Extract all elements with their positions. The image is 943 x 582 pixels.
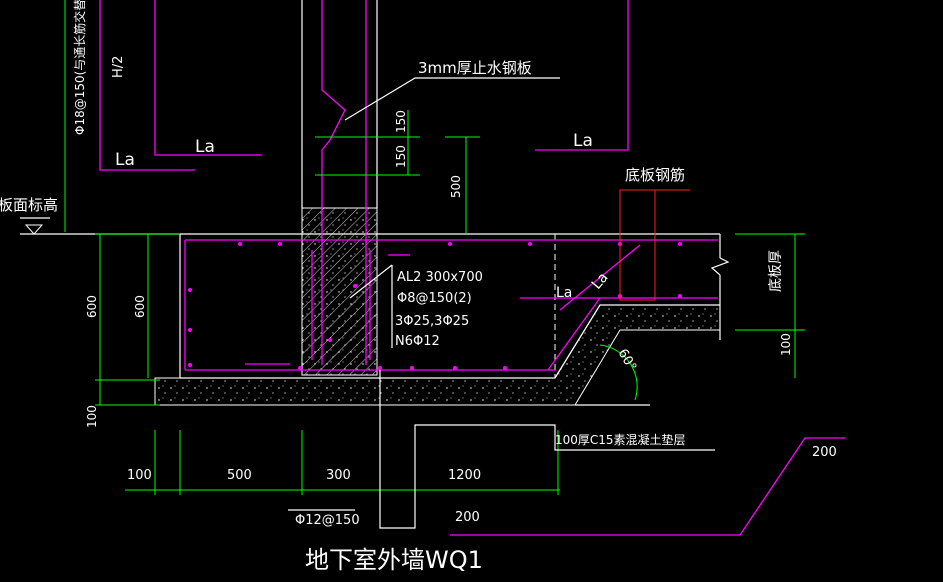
floor-elevation-label: 板面标高 — [0, 196, 58, 214]
dim-h-1200: 1200 — [448, 468, 481, 483]
dim-200-a: 200 — [812, 445, 837, 460]
dim-h-300: 300 — [326, 468, 351, 483]
la-label-5: La — [589, 270, 612, 293]
concrete-cushion — [154, 304, 721, 406]
beam-name: AL2 300x700 — [397, 270, 483, 285]
dim-600-left-a: 600 — [85, 295, 99, 318]
break-symbol — [710, 257, 730, 276]
dim-100-left: 100 — [85, 405, 99, 428]
half-height-label: H/2 — [111, 56, 126, 78]
bottom-bar-label: Φ12@150 — [295, 513, 360, 528]
leader-lines — [288, 77, 715, 529]
dim-600-left-b: 600 — [133, 295, 147, 318]
dimension-lines — [64, 0, 805, 495]
dim-h-500: 500 — [227, 468, 252, 483]
dim-h-100: 100 — [127, 468, 152, 483]
beam-side-bars: N6Φ12 — [395, 334, 440, 349]
angle-label: 60° — [615, 347, 640, 374]
la-label-4: La — [556, 285, 572, 301]
rebar-lines — [99, 0, 718, 371]
la-label-1: La — [115, 150, 135, 170]
dim-100-right: 100 — [779, 333, 793, 356]
basement-wall — [301, 0, 378, 376]
waterstop-label: 3mm厚止水钢板 — [418, 59, 532, 77]
dim-150-bottom: 150 — [394, 145, 408, 168]
dim-500-vertical: 500 — [449, 175, 463, 198]
slab-rebar-marker — [619, 189, 690, 301]
la-label-2: La — [195, 137, 215, 157]
vertical-rebar-note: Φ18@150(与通长筋交替) — [72, 0, 87, 135]
dim-150-top: 150 — [394, 110, 408, 133]
beam-main-bars: 3Φ25,3Φ25 — [395, 314, 469, 329]
dimension-leader-200 — [450, 437, 845, 536]
cushion-label: 100厚C15素混凝土垫层 — [555, 432, 686, 447]
dim-200-b: 200 — [455, 510, 480, 525]
slab-thickness-label: 底板厚 — [768, 250, 784, 292]
elevation-marker — [20, 217, 50, 235]
la-label-3: La — [573, 131, 593, 151]
slab-rebar-label: 底板钢筋 — [625, 166, 685, 184]
drawing-title: 地下室外墙WQ1 — [305, 546, 483, 574]
beam-stirrup: Φ8@150(2) — [397, 291, 472, 306]
